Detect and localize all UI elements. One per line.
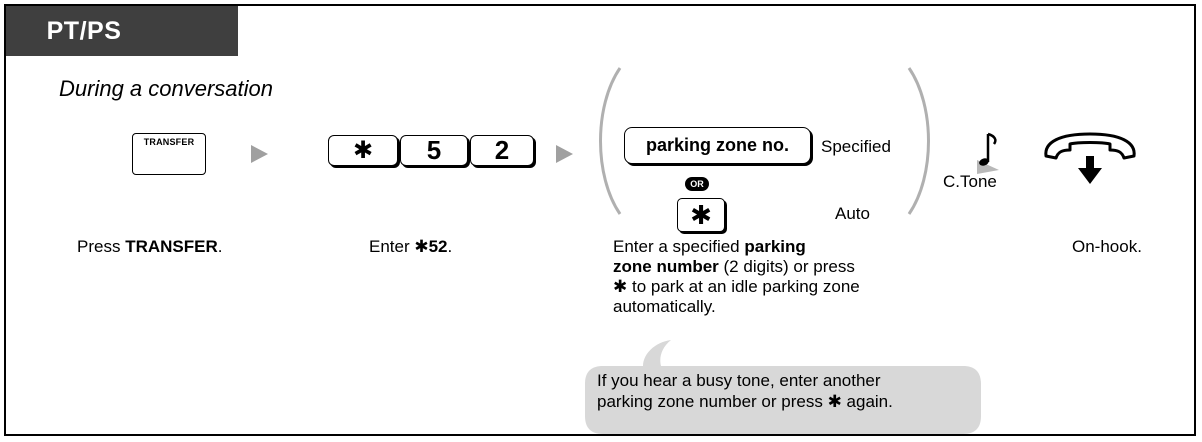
right-parenthesis [907, 67, 930, 215]
step3-desc-part3: ✱ to park at an idle parking zone [613, 277, 860, 296]
transfer-button[interactable]: TRANSFER [132, 133, 206, 175]
specified-label: Specified [821, 137, 891, 156]
note-bubble [585, 340, 981, 434]
note-line2-suffix: again. [841, 392, 893, 411]
step3-description: Enter a specified parking zone number (2… [613, 237, 913, 317]
procedure-subtitle: During a conversation [59, 76, 274, 101]
digit-2-key[interactable]: 2 [470, 135, 534, 166]
confirmation-tone-label: C.Tone [943, 172, 997, 191]
header-tab: PT/PS [6, 6, 238, 56]
step1-description: Press TRANSFER. [77, 237, 222, 257]
step3-desc-bold2: zone number [613, 257, 719, 276]
step1-desc-suffix: . [217, 237, 223, 256]
note-line2-prefix: parking zone number or press [597, 392, 828, 411]
parking-zone-number-key[interactable]: parking zone no. [624, 127, 811, 164]
step3-desc-bold1: parking [744, 237, 806, 256]
procedure-frame: PT/PS During a conversation TRANSFER ✱ 5… [4, 4, 1196, 436]
left-parenthesis [599, 67, 622, 215]
note-line1: If you hear a busy tone, enter another [597, 371, 881, 390]
step2-desc-prefix: Enter [369, 237, 415, 256]
digit-5-key[interactable]: 5 [400, 135, 468, 166]
transfer-button-label: TRANSFER [143, 137, 195, 147]
note-text: If you hear a busy tone, enter another p… [597, 370, 893, 412]
step2-desc-bold: ✱52 [414, 237, 448, 256]
note-star: ✱ [827, 392, 842, 411]
auto-star-key[interactable]: ✱ [677, 198, 725, 232]
auto-label: Auto [835, 204, 870, 223]
step5-description: On-hook. [1072, 237, 1142, 256]
step3-desc-part4: automatically. [613, 297, 716, 316]
step3-desc-part2: (2 digits) or press [718, 257, 855, 276]
step2-description: Enter ✱52. [369, 237, 452, 257]
header-tab-label: PT/PS [46, 17, 122, 45]
step-arrow-icon [251, 145, 268, 163]
music-note-icon [977, 132, 999, 174]
or-badge: OR [685, 177, 709, 191]
star-key[interactable]: ✱ [328, 135, 398, 166]
step-arrow-icon [556, 145, 573, 163]
step3-desc-part1: Enter a specified [613, 237, 745, 256]
on-hook-handset-icon [1044, 132, 1136, 184]
step1-desc-prefix: Press [77, 237, 126, 256]
step2-desc-suffix: . [447, 237, 453, 256]
step1-desc-bold: TRANSFER [125, 237, 218, 256]
